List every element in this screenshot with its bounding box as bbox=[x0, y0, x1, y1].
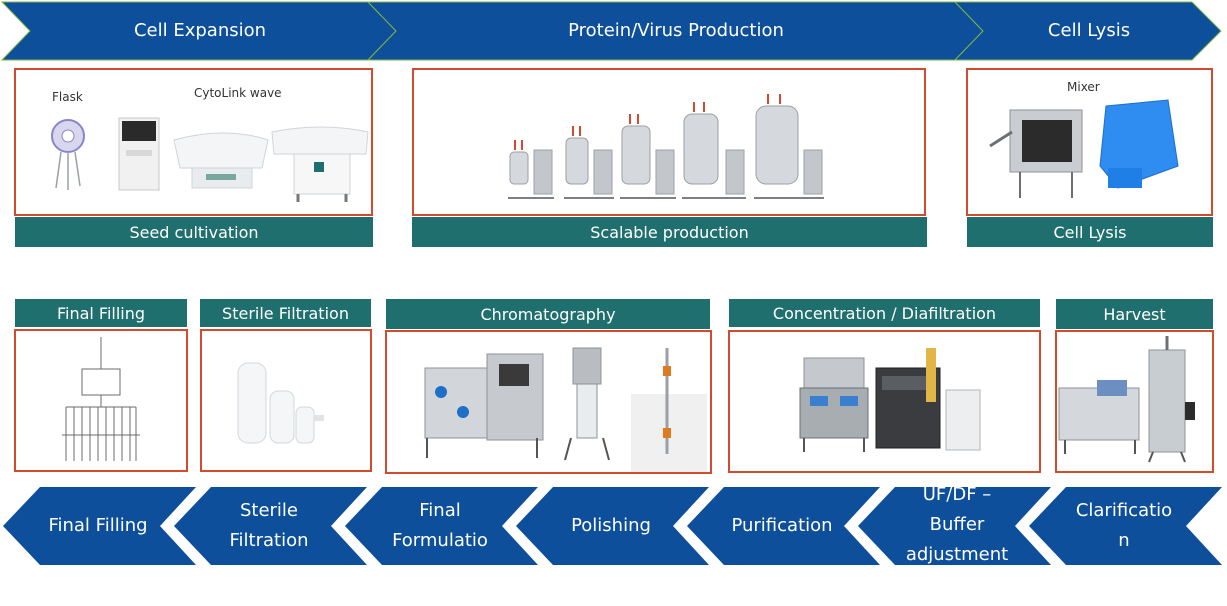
mixer-caption: Mixer bbox=[1067, 80, 1100, 94]
harvest-image-box bbox=[1055, 330, 1214, 473]
filling-manifold-illustration bbox=[62, 337, 140, 461]
flask-caption: Flask bbox=[52, 90, 83, 104]
bottom-stage-label: Final Formulatio bbox=[392, 500, 488, 551]
bottom-stage-label: Polishing bbox=[571, 515, 651, 536]
bottom-chevron-clarification bbox=[1029, 487, 1222, 565]
cell-lysis-image-box: Mixer bbox=[966, 68, 1213, 216]
mixer-equipment-illustration bbox=[989, 99, 1179, 198]
top-stage-label: Cell Expansion bbox=[133, 20, 267, 41]
sterile-filtration-title: Sterile Filtration bbox=[200, 299, 371, 327]
top-chevron-cell-lysis bbox=[953, 1, 1222, 61]
scalable-production-image-box bbox=[412, 68, 926, 216]
bottom-stage-label: Sterile Filtration bbox=[229, 500, 309, 551]
bottom-stage-label: Final Filling bbox=[48, 515, 148, 536]
final-filling-title: Final Filling bbox=[15, 299, 187, 327]
bottom-chevron-final-filling bbox=[3, 487, 196, 565]
cell-lysis-title: Cell Lysis bbox=[967, 217, 1213, 247]
bioreactor-series-illustration bbox=[508, 94, 824, 199]
bottom-chevron-polishing bbox=[516, 487, 709, 565]
capsule-filter-illustration bbox=[237, 362, 324, 444]
seed-cultivation-image-box: Flask CytoLink wave bbox=[14, 68, 373, 216]
top-stage-label: Cell Lysis bbox=[1047, 20, 1131, 41]
cytolink-wave-caption: CytoLink wave bbox=[194, 86, 282, 100]
final-filling-image-box bbox=[14, 329, 188, 472]
bottom-stage-label: Clarificatio n bbox=[1075, 500, 1173, 551]
bottom-stage-label: UF/DF – Buffer adjustment bbox=[905, 484, 1009, 565]
bottom-chevron-final-formulation bbox=[345, 487, 538, 565]
concentration-diafiltration-title: Concentration / Diafiltration bbox=[729, 299, 1040, 327]
sterile-filtration-image-box bbox=[200, 329, 372, 472]
top-stage-label: Protein/Virus Production bbox=[568, 20, 784, 41]
seed-cultivation-title: Seed cultivation bbox=[15, 217, 373, 247]
bottom-stage-label: Purification bbox=[731, 515, 833, 536]
chromatography-image-box bbox=[385, 330, 712, 474]
tff-system-illustration bbox=[799, 348, 981, 452]
chromatography-system-illustration bbox=[424, 347, 707, 472]
concentration-diafiltration-image-box bbox=[728, 330, 1041, 473]
bottom-chevron-purification bbox=[687, 487, 880, 565]
depth-filtration-illustration bbox=[1058, 336, 1195, 463]
bottom-chevron-ufdf bbox=[858, 487, 1051, 565]
seed-cultivation-equipment-illustration bbox=[51, 117, 369, 202]
scalable-production-title: Scalable production bbox=[412, 217, 927, 247]
chromatography-title: Chromatography bbox=[386, 299, 710, 329]
bottom-chevron-sterile-filtration bbox=[174, 487, 367, 565]
harvest-title: Harvest bbox=[1056, 299, 1213, 329]
